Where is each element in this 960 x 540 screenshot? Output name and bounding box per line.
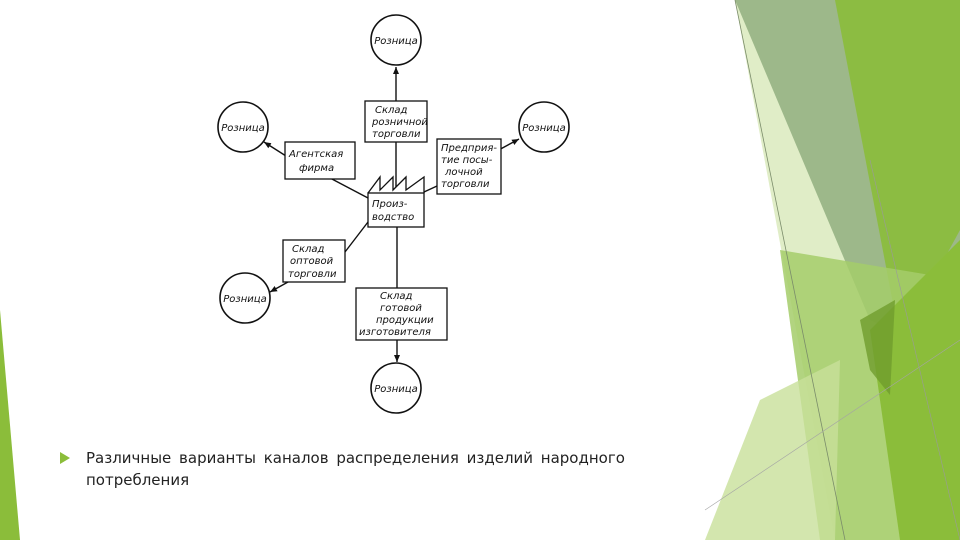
production-line-1: Произ- [372,199,408,210]
slide-caption: Различные варианты каналов распределения… [60,447,662,491]
wholesale-warehouse-line-1: Склад [292,244,325,255]
left-accent-strip [0,310,20,540]
manufacturer-warehouse-line-2: готовой [380,303,422,314]
retail-warehouse-line-1: Склад [375,105,408,116]
wholesale-firm-line-4: торговли [441,179,490,190]
retail-warehouse-box: Склад розничной торговли [364,100,428,143]
bullet-arrow-icon [60,452,70,464]
production-box: Произ- водство [367,175,425,228]
manufacturer-warehouse-box: Склад готовой продукции изготовителя [355,287,448,341]
retail-node-right-label: Розница [522,123,565,134]
decor-line-2 [704,339,960,511]
edge-production-to-wholesale-warehouse [344,221,369,253]
manufacturer-warehouse-line-3: продукции [376,315,434,326]
edge-production-to-wholesale-firm [423,185,438,193]
wholesale-warehouse-line-3: торговли [288,269,337,280]
retail-node-left: Розница [217,101,269,153]
right-panel-green-top [835,0,960,340]
retail-node-top-label: Розница [374,36,417,47]
manufacturer-warehouse-line-4: изготовителя [359,327,431,338]
retail-warehouse-line-2: розничной [371,117,428,128]
factory-roof-icon [367,175,425,194]
agent-firm-box: Агентская фирма [284,141,356,180]
decor-line-1 [734,0,846,540]
retail-node-lower-left-label: Розница [223,294,266,305]
agent-firm-line-1: Агентская [288,149,343,160]
retail-node-right: Розница [518,101,570,153]
caption-text: Различные варианты каналов распределения… [86,449,625,489]
wholesale-firm-line-1: Предприя- [441,143,497,154]
wholesale-firm-box: Предприя- тие посы- лочной торговли [436,138,502,195]
wholesale-firm-line-2: тие посы- [441,155,493,166]
retail-node-bottom: Розница [370,362,422,414]
production-line-2: водство [372,212,414,223]
edge-agent-firm-to-retail-left [263,141,287,157]
agent-firm-line-2: фирма [299,163,334,174]
wholesale-firm-line-3: лочной [444,167,483,178]
retail-node-lower-left: Розница [219,272,271,324]
right-panel-dark [860,300,895,395]
edge-production-to-agent-firm [329,177,369,199]
right-panel-pale [705,360,840,540]
wholesale-warehouse-box: Склад оптовой торговли [282,239,346,283]
retail-warehouse-line-3: торговли [372,129,421,140]
retail-node-top: Розница [370,14,422,66]
wholesale-warehouse-line-2: оптовой [290,256,334,267]
retail-node-bottom-label: Розница [374,384,417,395]
retail-node-left-label: Розница [221,123,264,134]
manufacturer-warehouse-line-1: Склад [380,291,413,302]
edge-wholesale-warehouse-to-retail-lower-left [269,281,289,293]
decor-line-3 [869,159,960,540]
